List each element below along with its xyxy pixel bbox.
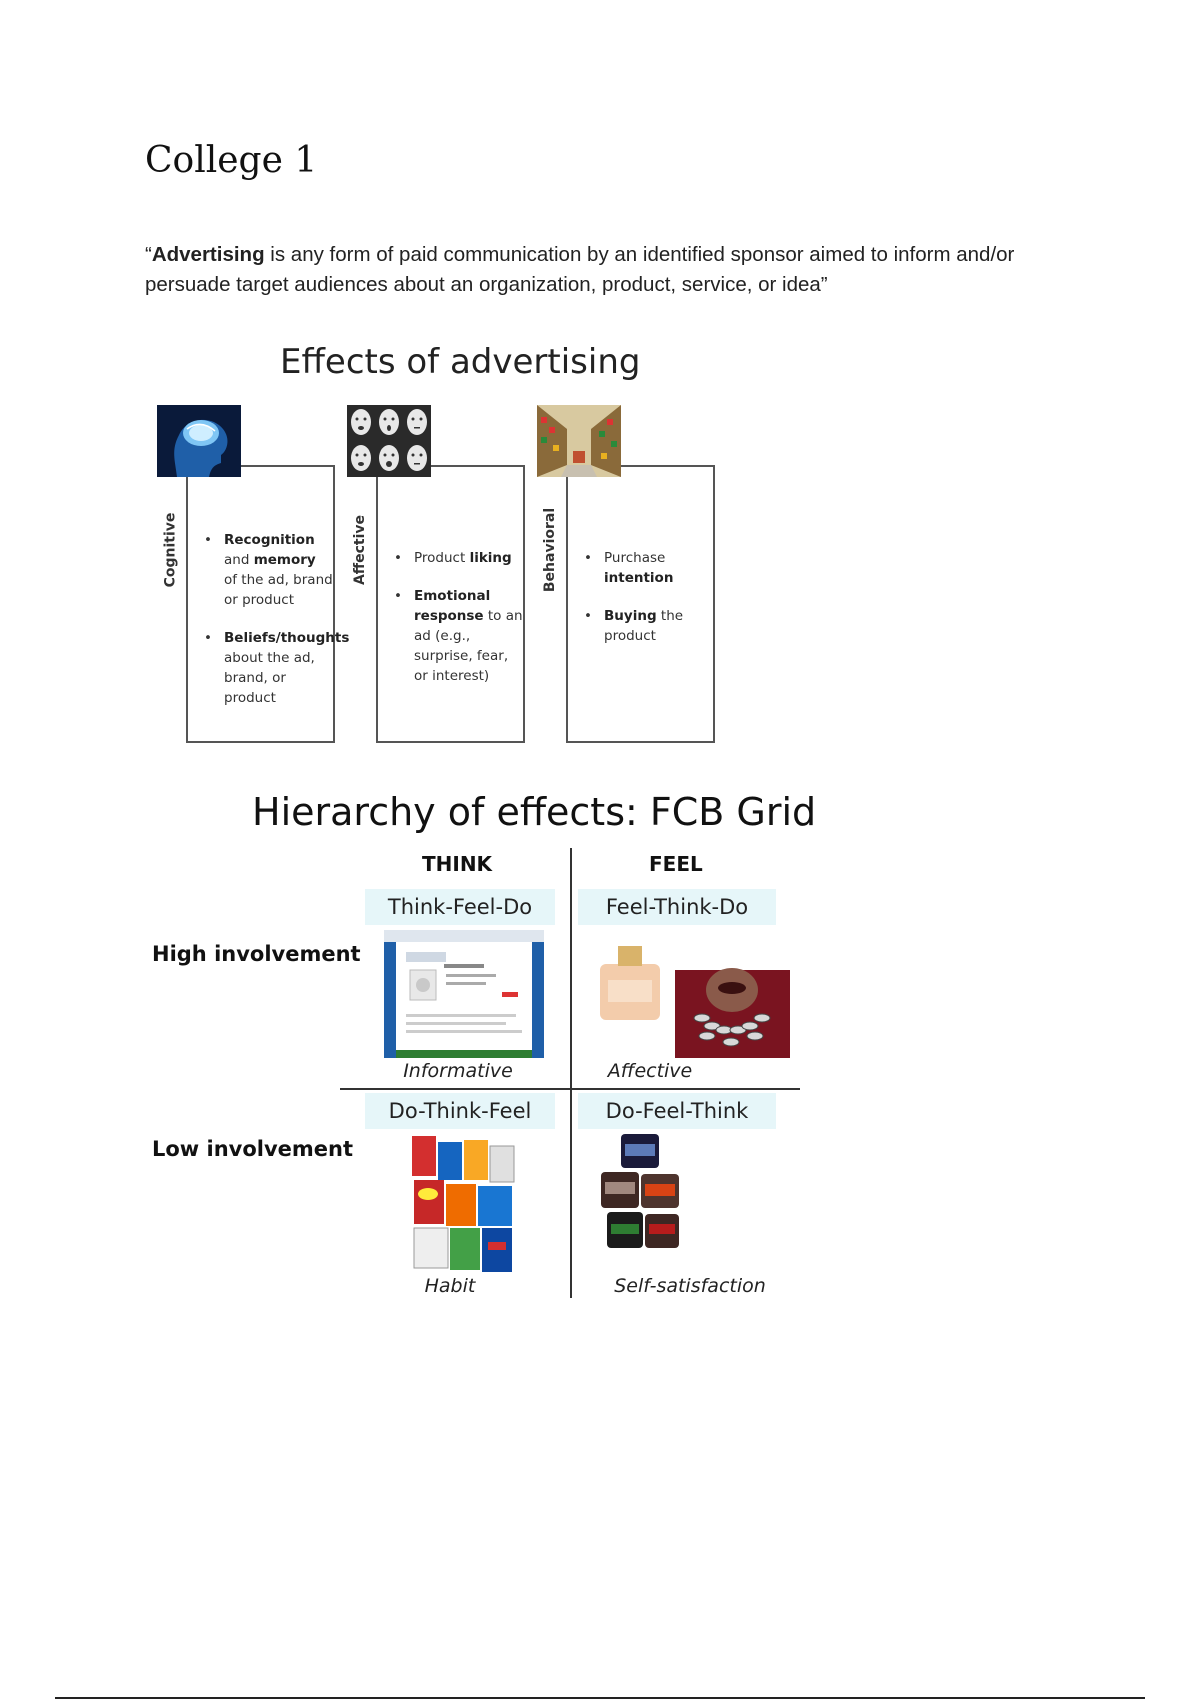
fcb-title: Hierarchy of effects: FCB Grid xyxy=(252,790,816,834)
quadrant-caption-self-satisfaction: Self-satisfaction xyxy=(590,1275,790,1297)
effect-column-affective: Affective Product liking Emotional respo… xyxy=(340,405,525,745)
effects-of-advertising-figure: Effects of advertising Cognitive Recogni… xyxy=(150,330,750,750)
row-header-low-involvement: Low involvement xyxy=(152,1137,353,1161)
behavioral-bullets: Purchase intention Buying the product xyxy=(582,548,713,664)
ice-cream-tubs-image xyxy=(595,1130,685,1260)
effect-column-behavioral: Behavioral Purchase intention Buying the… xyxy=(530,405,715,745)
quadrant-label-think-feel-do: Think-Feel-Do xyxy=(365,889,555,925)
definition-term: Advertising xyxy=(152,243,265,266)
definition-open-quote: “ xyxy=(145,243,152,266)
faces-emotions-image xyxy=(347,405,431,477)
effect-label-behavioral: Behavioral xyxy=(536,495,564,605)
row-header-high-involvement: High involvement xyxy=(152,942,361,966)
cognitive-bullets: Recognition and memory of the ad, brand … xyxy=(202,530,333,726)
brain-head-image xyxy=(157,405,241,477)
column-header-feel: FEEL xyxy=(649,852,703,876)
advertising-definition: “Advertising is any form of paid communi… xyxy=(145,240,1045,300)
effect-label-affective: Affective xyxy=(346,495,374,605)
effect-label-cognitive: Cognitive xyxy=(156,495,184,605)
webshop-screenshot-image xyxy=(384,930,544,1058)
list-item: Purchase intention xyxy=(582,548,713,588)
quadrant-caption-habit: Habit xyxy=(360,1275,540,1297)
supermarket-aisle-image xyxy=(537,405,621,477)
quadrant-label-feel-think-do: Feel-Think-Do xyxy=(578,889,776,925)
list-item: Buying the product xyxy=(582,606,713,646)
footer-divider xyxy=(55,1697,1145,1699)
affective-bullets: Product liking Emotional response to an … xyxy=(392,548,523,704)
perfume-necklace-image xyxy=(590,940,790,1058)
page-title: College 1 xyxy=(145,140,317,181)
effect-column-cognitive: Cognitive Recognition and memory of the … xyxy=(150,405,335,745)
list-item: Recognition and memory of the ad, brand … xyxy=(202,530,333,610)
quadrant-caption-affective: Affective xyxy=(560,1060,740,1082)
list-item: Beliefs/thoughts about the ad, brand, or… xyxy=(202,628,333,708)
grid-horizontal-axis xyxy=(340,1088,800,1090)
detergent-boxes-image xyxy=(408,1132,518,1277)
column-header-think: THINK xyxy=(422,852,492,876)
definition-text: is any form of paid communication by an … xyxy=(145,243,1014,296)
effects-title: Effects of advertising xyxy=(280,342,640,382)
list-item: Product liking xyxy=(392,548,523,568)
fcb-grid-figure: Hierarchy of effects: FCB Grid THINK FEE… xyxy=(140,780,840,1305)
quadrant-caption-informative: Informative xyxy=(368,1060,548,1082)
list-item: Emotional response to an ad (e.g., surpr… xyxy=(392,586,523,686)
quadrant-label-do-feel-think: Do-Feel-Think xyxy=(578,1093,776,1129)
quadrant-label-do-think-feel: Do-Think-Feel xyxy=(365,1093,555,1129)
